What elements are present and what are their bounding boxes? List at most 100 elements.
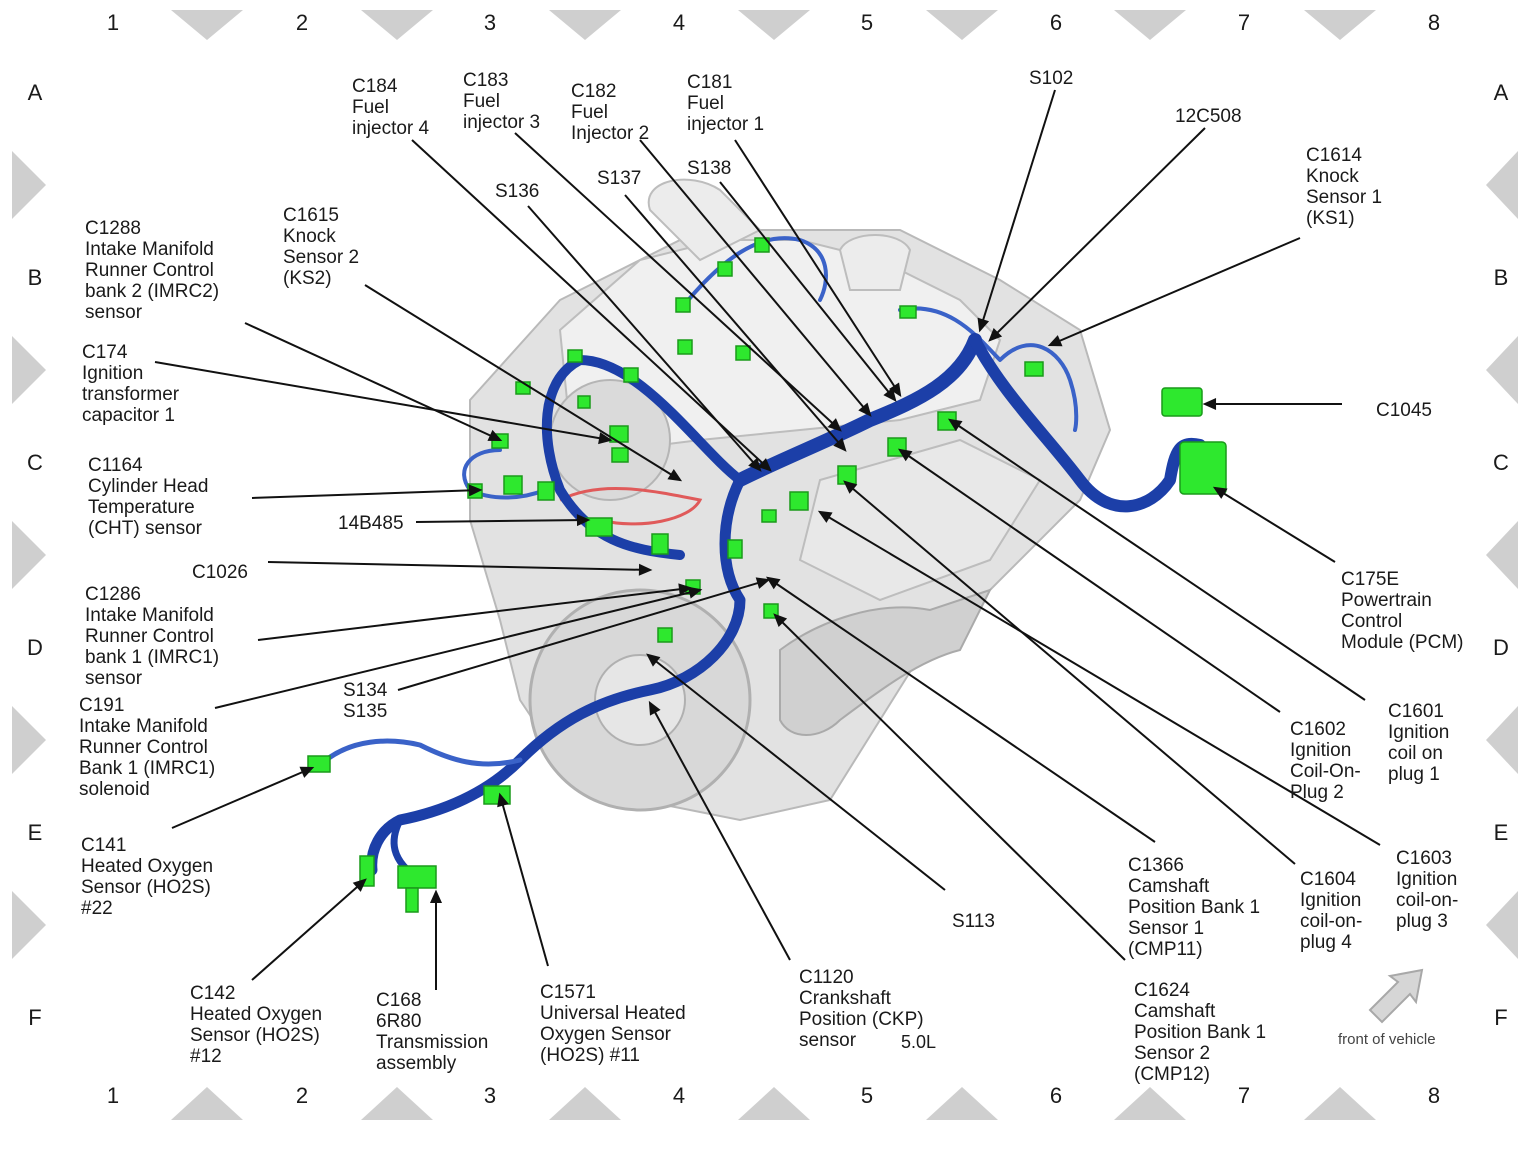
grid-col-bottom-3: 3: [483, 1083, 497, 1108]
grid-marker-right: [1486, 891, 1518, 959]
grid-col-bottom-2: 2: [295, 1083, 309, 1108]
grid-row-left-E: E: [27, 820, 43, 845]
grid-col-top-3: 3: [483, 10, 497, 35]
label-c1614: C1614 Knock Sensor 1 (KS1): [1306, 145, 1383, 229]
leader-arrowhead-c141: [299, 766, 315, 778]
label-c184: C184 Fuel injector 4: [352, 76, 430, 139]
leader-arrowhead-c1288: [487, 429, 503, 442]
connector-injector-2: [717, 261, 733, 277]
grid-marker-top: [171, 10, 243, 40]
grid-marker-left: [12, 521, 46, 589]
leader-arrowhead-c1120: [648, 700, 661, 716]
grid-marker-top: [926, 10, 998, 40]
label-c181: C181 Fuel injector 1: [687, 72, 765, 135]
connector-c1045: [1161, 387, 1203, 417]
leader-line-s136: [527, 205, 761, 471]
leader-line-s102: [979, 89, 1056, 331]
wiring-harness: [317, 236, 1206, 884]
front-of-vehicle-arrow-icon: [1368, 968, 1424, 1024]
connector-c1603: [837, 465, 857, 485]
connector-knock: [899, 305, 917, 319]
leader-arrowhead-s136: [748, 457, 762, 472]
connector-c1614: [1024, 361, 1044, 377]
leader-arrowhead-c182: [858, 402, 872, 417]
connector-c174: [609, 425, 629, 443]
leader-line-c1624: [774, 614, 1126, 961]
leader-line-s137: [624, 194, 846, 451]
grid-marker-right: [1486, 521, 1518, 589]
connector-top-4: [567, 349, 583, 363]
grid-col-top-1: 1: [106, 10, 120, 35]
leader-arrowhead-c142: [352, 878, 367, 892]
grid-row-right-E: E: [1493, 820, 1509, 845]
connector-injector-1: [754, 237, 770, 253]
leader-arrowhead-c1624: [773, 613, 788, 628]
leader-arrowhead-c175e: [1212, 486, 1228, 499]
harness-left-loop: [541, 355, 745, 560]
leader-line-s113: [647, 654, 946, 891]
label-12c508: 12C508: [1175, 106, 1242, 127]
label-c142: C142 Heated Oxygen Sensor (HO2S) #12: [190, 983, 323, 1067]
leader-arrowhead-12c508: [988, 327, 1003, 342]
leader-line-c1602: [899, 449, 1281, 713]
grid-markers: [12, 10, 1518, 1120]
leader-line-c1601: [949, 419, 1366, 701]
leader-line-c1120: [649, 702, 791, 961]
grid-marker-left: [12, 336, 46, 404]
leader-line-s134: [397, 579, 769, 691]
grid-row-right-C: C: [1493, 450, 1509, 475]
grid-marker-bottom: [171, 1087, 243, 1120]
connector-c1604: [789, 491, 809, 511]
label-c1286: C1286 Intake Manifold Runner Control ban…: [85, 584, 220, 689]
grid-row-right-B: B: [1493, 265, 1509, 290]
front-of-vehicle-label: front of vehicle: [1338, 1031, 1436, 1048]
connector-top-8: [677, 339, 693, 355]
label-c1571: C1571 Universal Heated Oxygen Sensor (HO…: [540, 982, 686, 1066]
leader-arrowhead-s134: [755, 577, 771, 589]
leader-line-c1614: [1049, 237, 1301, 346]
leader-arrowhead-c183: [827, 418, 842, 432]
engine-exhaust-manifold: [779, 588, 992, 736]
grid-col-top-2: 2: [295, 10, 309, 35]
leader-arrowhead-c181: [888, 382, 902, 398]
grid-col-bottom-5: 5: [860, 1083, 874, 1108]
harness-secondary-rear: [898, 306, 1079, 432]
leader-arrowhead-c1602: [897, 448, 913, 462]
leader-line-c141: [171, 767, 313, 829]
leader-line-c174: [154, 361, 611, 441]
label-c183: C183 Fuel injector 3: [463, 70, 541, 133]
grid-col-bottom-8: 8: [1427, 1083, 1441, 1108]
label-s134-s135: S134 S135: [343, 680, 388, 722]
label-c1604: C1604 Ignition coil-on- plug 4: [1300, 869, 1363, 953]
label-s113: S113: [952, 911, 995, 932]
grid-marker-top: [1114, 10, 1186, 40]
leader-arrowhead-c1164: [468, 484, 483, 497]
connector-c168-b: [405, 887, 419, 913]
leader-arrowhead-c1601: [947, 418, 963, 432]
grid-col-top-7: 7: [1237, 10, 1251, 35]
label-c1603: C1603 Ignition coil-on- plug 3: [1396, 848, 1459, 932]
grid-marker-bottom: [1114, 1087, 1186, 1120]
connector-c1026: [585, 517, 613, 537]
leader-arrowhead-c168: [429, 889, 443, 904]
engine-upper-tube: [838, 234, 912, 291]
connector-c1026-b: [651, 533, 669, 555]
label-c1120: C1120 Crankshaft Position (CKP) sensor: [799, 967, 924, 1051]
grid-col-top-6: 6: [1049, 10, 1063, 35]
leader-line-c1615: [364, 284, 681, 481]
connector-c191: [727, 539, 743, 559]
leader-line-c182: [639, 139, 871, 416]
label-c175e: C175E Powertrain Control Module (PCM): [1341, 569, 1464, 653]
grid-marker-top: [361, 10, 433, 40]
grid-row-left-A: A: [27, 80, 43, 105]
grid-marker-right: [1486, 151, 1518, 219]
leader-line-c1604: [844, 481, 1296, 865]
leader-line-c191: [214, 589, 701, 709]
label-c1164: C1164 Cylinder Head Temperature (CHT) se…: [88, 455, 209, 539]
label-c1615: C1615 Knock Sensor 2 (KS2): [283, 205, 360, 289]
leader-arrowhead-c184: [757, 458, 772, 472]
engine-flywheel-hub: [594, 654, 686, 746]
connector-injector-3: [675, 297, 691, 313]
